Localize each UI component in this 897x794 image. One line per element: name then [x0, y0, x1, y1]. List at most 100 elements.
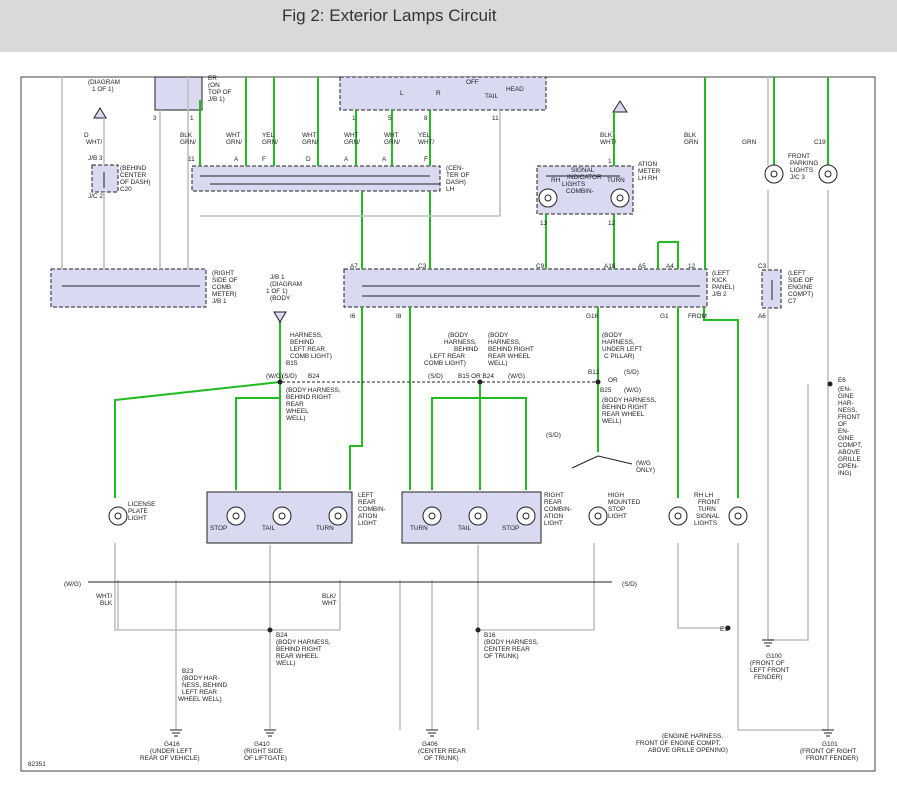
diagram-label: GRN/: [180, 139, 196, 146]
diagram-label: TURN: [698, 506, 716, 513]
diagram-ref-triangle-left: [93, 107, 107, 119]
diagram-label: (UNDER LEFT: [150, 748, 192, 755]
diagram-ref-triangle-right: [612, 100, 628, 113]
diagram-label: C3: [418, 263, 427, 270]
diagram-label: HARNESS,: [602, 339, 635, 346]
diagram-label: YEL: [262, 132, 275, 139]
diagram-label: WHT: [344, 132, 359, 139]
diagram-label: WELL): [286, 415, 306, 422]
diagram-label: LEFT FRONT: [750, 667, 789, 674]
diagram-label: TAIL: [262, 525, 275, 532]
diagram-label: GRILLE: [838, 456, 861, 463]
diagram-label: 13: [540, 220, 548, 227]
jc3-connector: [50, 268, 207, 308]
diagram-label: BEHIND RIGHT: [488, 346, 534, 353]
diagram-label: HIGH: [608, 492, 624, 499]
diagram-label: (BODY HARNESS,: [286, 387, 341, 394]
diagram-label: REAR: [286, 401, 304, 408]
diagram-label: (CENTER REAR: [418, 748, 466, 755]
diagram-label: J/B 1: [270, 274, 285, 281]
diagram-label: MOUNTED: [608, 499, 641, 506]
diagram-label: LEFT REAR: [430, 353, 465, 360]
diagram-label: LIGHT: [358, 520, 377, 527]
diagram-label: C19: [814, 139, 826, 146]
diagram-label: WHT: [302, 132, 317, 139]
diagram-label: BLK: [180, 132, 193, 139]
diagram-label: UNDER LEFT: [602, 346, 642, 353]
diagram-label: TER OF: [446, 172, 470, 179]
diagram-label: C7: [788, 298, 797, 305]
diagram-label: LIGHTS: [562, 181, 585, 188]
diagram-label: FENDER): [754, 674, 782, 681]
diagram-label: GINE: [838, 435, 854, 442]
diagram-label: GRN: [684, 139, 699, 146]
diagram-label: HARNESS,: [488, 339, 521, 346]
diagram-label: (W/G): [624, 387, 641, 394]
diagram-label: BLK/: [322, 593, 336, 600]
diagram-label: C PILLAR): [604, 353, 635, 360]
diagram-label: OF TRUNK): [424, 755, 459, 762]
diagram-label: COMB LIGHT): [290, 353, 332, 360]
diagram-label: GRN/: [302, 139, 318, 146]
diagram-label: COMB LIGHT): [424, 360, 466, 367]
headlight-switch-box: [339, 76, 547, 111]
diagram-label: SIDE OF: [212, 277, 238, 284]
diagram-label: WHT/: [96, 593, 113, 600]
diagram-label: WELL): [276, 660, 296, 667]
diagram-label: (RIGHT SIDE: [244, 748, 283, 755]
diagram-label: 8: [424, 115, 428, 122]
jb3-connector: [91, 164, 119, 193]
diagram-label: G416: [164, 741, 180, 748]
diagram-label: COMPT): [788, 291, 813, 298]
diagram-label: WHT/: [600, 139, 617, 146]
diagram-label: CENTER REAR: [484, 646, 530, 653]
diagram-label: A4: [666, 263, 674, 270]
diagram-label: G410: [254, 741, 270, 748]
diagram-label: (LEFT: [788, 270, 806, 277]
diagram-label: (W/G): [64, 581, 81, 588]
diagram-label: RIGHT: [544, 492, 564, 499]
diagram-label: LIGHT: [608, 513, 627, 520]
diagram-label: BEHIND RIGHT: [286, 394, 332, 401]
diagram-label: NESS, BEHIND: [182, 682, 227, 689]
diagram-label: METER): [212, 291, 237, 298]
diagram-label: B25: [600, 387, 612, 394]
diagram-label: ABOVE GRILLE OPENING): [648, 747, 728, 754]
diagram-label: (S/D): [428, 373, 443, 380]
diagram-label: (DIAGRAM: [270, 281, 302, 288]
diagram-label: BLK: [100, 600, 113, 607]
diagram-label: R: [436, 90, 441, 97]
diagram-label: J/B 3: [88, 155, 103, 162]
diagram-label: ATION: [358, 513, 377, 520]
diagram-label: (ENGINE HARNESS,: [662, 733, 723, 740]
diagram-label: (S/D): [624, 369, 639, 376]
diagram-label: TAIL: [458, 525, 471, 532]
diagram-label: A5: [638, 263, 646, 270]
diagram-label: (BODY HARNESS,: [484, 639, 539, 646]
diagram-label: A: [344, 156, 349, 163]
splice-dots: [267, 379, 833, 633]
diagram-label: 1: [352, 115, 356, 122]
ground-symbols: [170, 639, 834, 737]
diagram-label: SIGNAL: [696, 513, 720, 520]
diagram-label: J/C 2: [88, 193, 103, 200]
diagram-label: 12: [688, 263, 696, 270]
diagram-label: HARNESS,: [444, 339, 477, 346]
diagram-label: (FRONT OF RIGHT: [800, 748, 856, 755]
diagram-label: HEAD: [506, 86, 524, 93]
diagram-label: G1: [660, 313, 669, 320]
diagram-label: (DIAGRAM: [88, 79, 120, 86]
diagram-label: BEHIND: [454, 346, 479, 353]
diagram-label: ER: [208, 75, 217, 82]
diagram-label: E1: [720, 626, 728, 633]
diagram-label: (W/G: [636, 460, 651, 467]
diagram-label: GRN: [742, 139, 757, 146]
diagram-label: (W/G): [508, 373, 525, 380]
diagram-label: FROM: [688, 313, 707, 320]
diagram-label: F: [424, 156, 428, 163]
diagram-label: A6: [758, 313, 766, 320]
diagram-label: PANEL): [712, 284, 735, 291]
diagram-label: LIGHTS: [790, 167, 813, 174]
diagram-label: FRONT OF ENGINE COMPT,: [636, 740, 721, 747]
